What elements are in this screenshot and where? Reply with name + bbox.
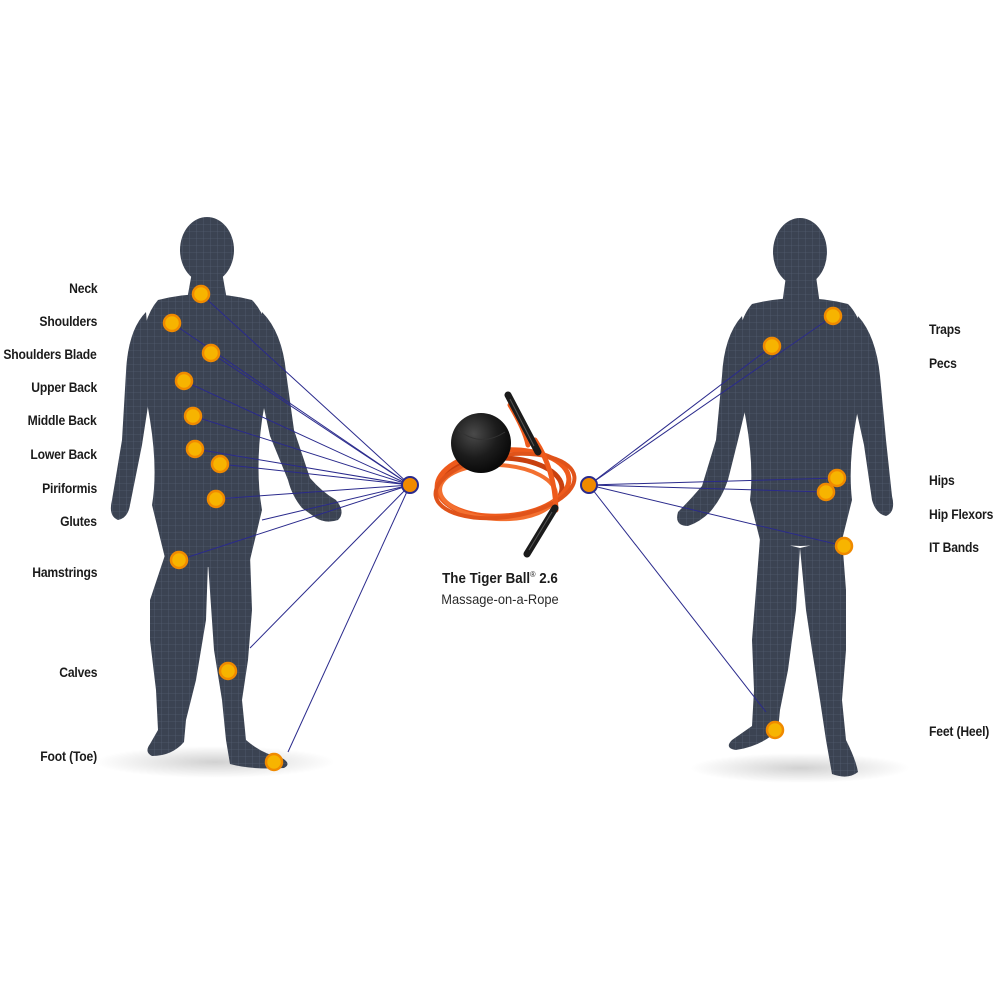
marker-upper-back bbox=[174, 371, 194, 391]
product-name: The Tiger Ball bbox=[442, 570, 531, 587]
back-connector-line bbox=[178, 484, 411, 561]
product-caption: The Tiger Ball® 2.6 Massage-on-a-Rope bbox=[400, 570, 600, 607]
tiger-ball bbox=[451, 413, 511, 473]
label-shoulders-blade: Shoulders Blade bbox=[3, 347, 97, 362]
marker-neck bbox=[191, 284, 211, 304]
label-middle-back: Middle Back bbox=[28, 413, 97, 428]
rope-handle-top bbox=[504, 391, 542, 456]
front-connector-line bbox=[588, 477, 838, 486]
product-title: The Tiger Ball® 2.6 bbox=[408, 570, 592, 587]
back-figure-shadow bbox=[95, 746, 335, 778]
marker-lower-back-1 bbox=[185, 439, 205, 459]
front-markers bbox=[762, 306, 854, 740]
label-it-bands: IT Bands bbox=[929, 540, 979, 555]
back-connector-line bbox=[210, 352, 411, 486]
label-hip-flexors: Hip Flexors bbox=[929, 507, 994, 522]
label-feet-heel: Feet (Heel) bbox=[929, 724, 990, 739]
label-piriformis: Piriformis bbox=[42, 481, 97, 496]
back-connector-line bbox=[215, 484, 411, 500]
label-glutes: Glutes bbox=[60, 514, 97, 529]
marker-it-bands bbox=[834, 536, 854, 556]
label-hips: Hips bbox=[929, 473, 955, 488]
front-connector-line bbox=[588, 315, 834, 486]
marker-piriformis bbox=[206, 489, 226, 509]
marker-feet-heel bbox=[765, 720, 785, 740]
marker-hamstrings bbox=[169, 550, 189, 570]
back-connector-line bbox=[183, 380, 411, 486]
front-connector-line bbox=[588, 484, 845, 547]
back-connector-line bbox=[287, 484, 411, 753]
back-connector-line bbox=[219, 463, 411, 486]
back-view-figure bbox=[110, 217, 342, 769]
registered-mark: ® bbox=[530, 570, 536, 579]
label-shoulders: Shoulders bbox=[39, 314, 97, 329]
front-connector-line bbox=[588, 484, 827, 493]
product-subtitle: Massage-on-a-Rope bbox=[441, 590, 559, 607]
front-figure-shadow bbox=[690, 753, 910, 783]
back-connector-line bbox=[194, 448, 411, 486]
marker-hips bbox=[827, 468, 847, 488]
label-foot-toe: Foot (Toe) bbox=[40, 749, 97, 764]
rope-handle-bottom bbox=[523, 504, 559, 558]
back-connector-line bbox=[261, 484, 411, 521]
product-version: 2.6 bbox=[539, 570, 558, 587]
label-lower-back: Lower Back bbox=[30, 447, 98, 462]
tiger-ball-product-image bbox=[433, 391, 577, 558]
back-hub-marker bbox=[401, 476, 419, 494]
label-upper-back: Upper Back bbox=[31, 380, 97, 395]
front-connector-line bbox=[588, 345, 773, 486]
back-connector-line bbox=[200, 293, 411, 486]
marker-traps bbox=[823, 306, 843, 326]
marker-shoulders-blade bbox=[201, 343, 221, 363]
marker-shoulders bbox=[162, 313, 182, 333]
front-hub-marker bbox=[580, 476, 598, 494]
marker-hip-flexors bbox=[816, 482, 836, 502]
label-hamstrings: Hamstrings bbox=[31, 565, 97, 580]
back-markers bbox=[162, 284, 284, 772]
front-connector-lines bbox=[588, 315, 845, 713]
marker-middle-back bbox=[183, 406, 203, 426]
marker-pecs bbox=[762, 336, 782, 356]
label-traps: Traps bbox=[929, 322, 961, 337]
marker-calves bbox=[218, 661, 238, 681]
marker-foot-toe bbox=[264, 752, 284, 772]
label-calves: Calves bbox=[58, 665, 97, 680]
label-pecs: Pecs bbox=[929, 356, 957, 371]
marker-lower-back-2 bbox=[210, 454, 230, 474]
front-view-figure bbox=[677, 218, 894, 777]
front-connector-line bbox=[588, 484, 767, 713]
back-connector-line bbox=[192, 415, 411, 486]
label-neck: Neck bbox=[68, 281, 98, 296]
back-connector-line bbox=[249, 484, 411, 649]
